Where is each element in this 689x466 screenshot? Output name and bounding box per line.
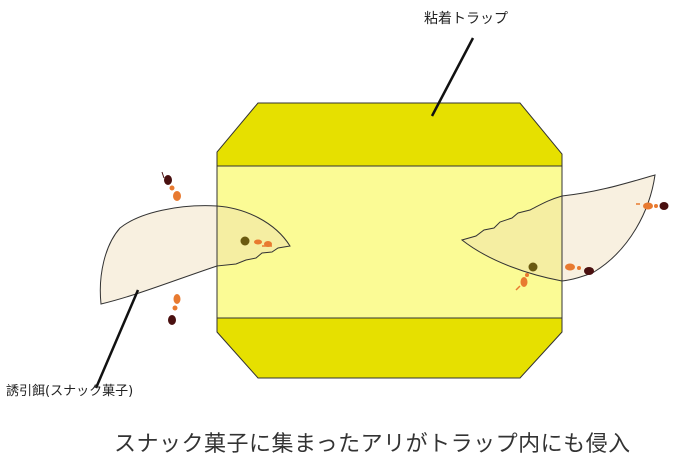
- bait-label: 誘引餌(スナック菓子): [6, 380, 133, 399]
- ant-left-bottom: [168, 294, 181, 325]
- leader-line-bait: [96, 290, 138, 388]
- snack-right: [562, 175, 655, 281]
- diagram-caption: スナック菓子に集まったアリがトラップ内にも侵入: [114, 426, 631, 458]
- trap-bottom-flap: [217, 318, 562, 378]
- ant-left-top: [162, 172, 181, 201]
- snack-left: [100, 206, 217, 304]
- trap-top-flap: [217, 103, 562, 166]
- trap-label: 粘着トラップ: [424, 8, 508, 28]
